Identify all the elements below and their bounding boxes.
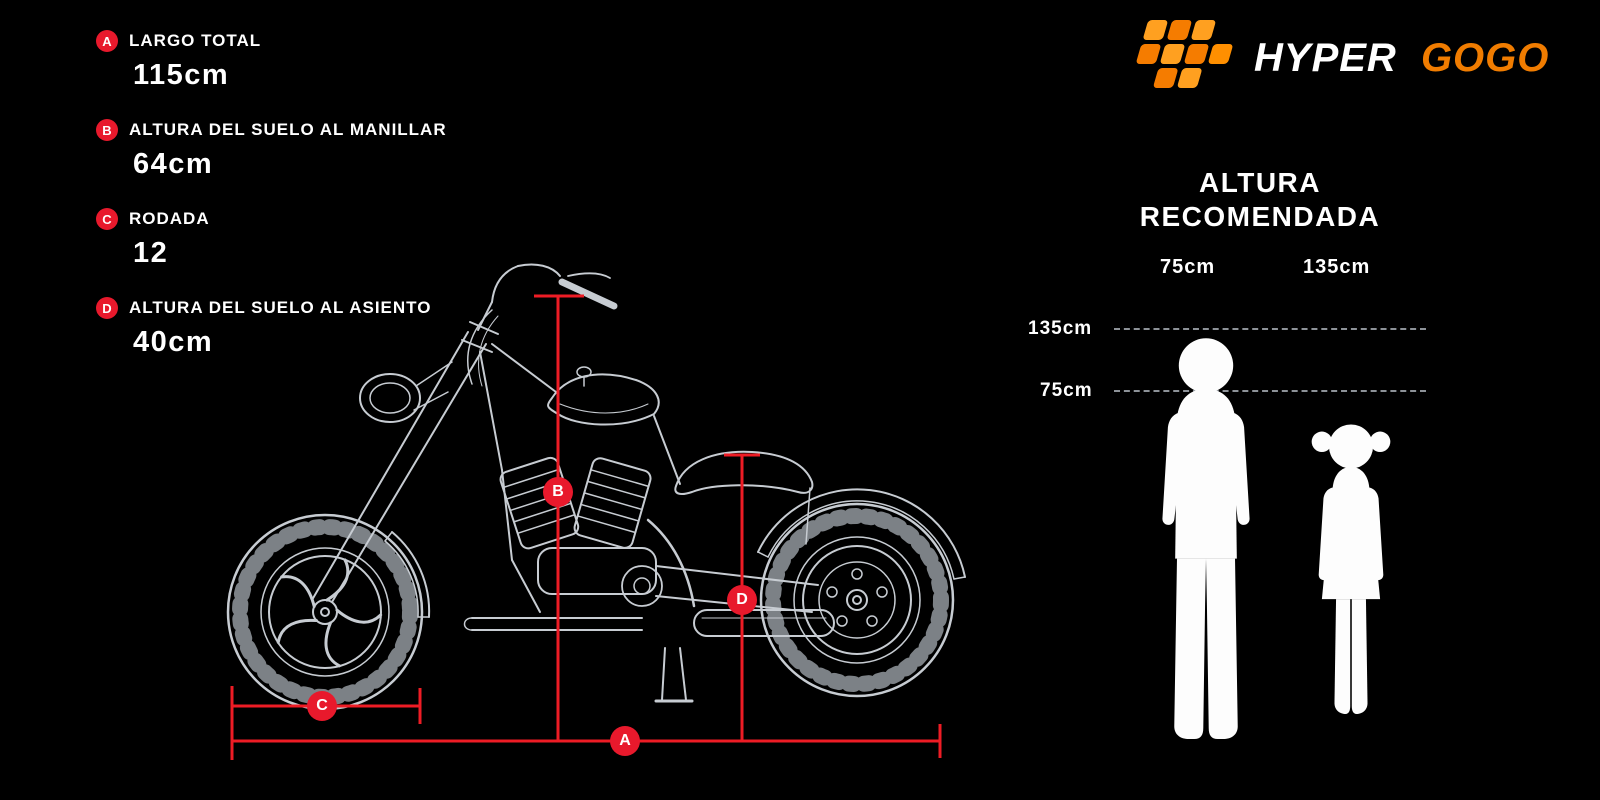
- axis-label-135cm: 135cm: [1028, 318, 1093, 339]
- brand-name-primary: HYPER: [1254, 35, 1397, 80]
- spec-list: A LARGO TOTAL 115cm B ALTURA DEL SUELO A…: [96, 30, 447, 386]
- height-chart-title-line1: ALTURA: [1198, 167, 1321, 198]
- headlight-icon: [359, 361, 453, 423]
- engine: [499, 456, 663, 607]
- front-fender: [384, 531, 431, 618]
- spec-letter-badge-a: A: [96, 30, 118, 52]
- rear-wheel-icon: [759, 502, 955, 698]
- spec-letter-badge-c: C: [96, 208, 118, 230]
- handlebar: [467, 263, 618, 387]
- dashed-line-75cm: [1114, 390, 1426, 392]
- height-range-max-label: 135cm: [1303, 256, 1371, 278]
- exhaust: [646, 518, 835, 637]
- spec-value: 12: [133, 237, 169, 269]
- spec-value: 115cm: [133, 59, 230, 91]
- height-range-min-label: 75cm: [1160, 256, 1216, 278]
- spec-item-altura-asiento: D ALTURA DEL SUELO AL ASIENTO 40cm: [96, 297, 447, 359]
- brand-logo: HYPER GOGO: [1120, 14, 1549, 102]
- kickstand: [654, 647, 694, 703]
- brand-name-secondary: GOGO: [1420, 35, 1550, 80]
- checkered-flag-icon: [1136, 20, 1233, 88]
- spec-letter-badge-b: B: [96, 119, 118, 141]
- spec-item-altura-manillar: B ALTURA DEL SUELO AL MANILLAR 64cm: [96, 119, 447, 181]
- spec-label: LARGO TOTAL: [129, 31, 262, 50]
- dimension-badge-c: C: [307, 691, 337, 721]
- dimension-badge-d: D: [727, 585, 757, 615]
- boy-silhouette: [1162, 338, 1250, 740]
- front-wheel-icon: [226, 513, 424, 711]
- spec-item-largo-total: A LARGO TOTAL 115cm: [96, 30, 447, 92]
- rear-fender: [757, 487, 966, 580]
- height-chart-title: ALTURA RECOMENDADA: [1098, 166, 1422, 233]
- axis-label-75cm: 75cm: [1040, 380, 1093, 401]
- dimension-badge-a: A: [610, 726, 640, 756]
- spec-letter-badge-d: D: [96, 297, 118, 319]
- spec-value: 40cm: [133, 326, 214, 358]
- seat: [674, 450, 814, 495]
- fuel-tank: [547, 366, 660, 426]
- height-chart-title-line2: RECOMENDADA: [1139, 200, 1381, 232]
- dashed-line-135cm: [1114, 328, 1426, 330]
- spec-label: RODADA: [129, 209, 210, 228]
- spec-value: 64cm: [133, 148, 214, 180]
- brand-name: HYPER GOGO: [1254, 36, 1549, 81]
- girl-silhouette: [1311, 424, 1391, 714]
- frame: [479, 343, 681, 613]
- dimension-badge-b: B: [543, 477, 573, 507]
- spec-label: ALTURA DEL SUELO AL MANILLAR: [129, 120, 447, 139]
- footboard: [463, 617, 643, 631]
- motorcycle-line-art: [226, 263, 966, 711]
- spec-item-rodada: C RODADA 12: [96, 208, 447, 270]
- spec-label: ALTURA DEL SUELO AL ASIENTO: [129, 298, 432, 317]
